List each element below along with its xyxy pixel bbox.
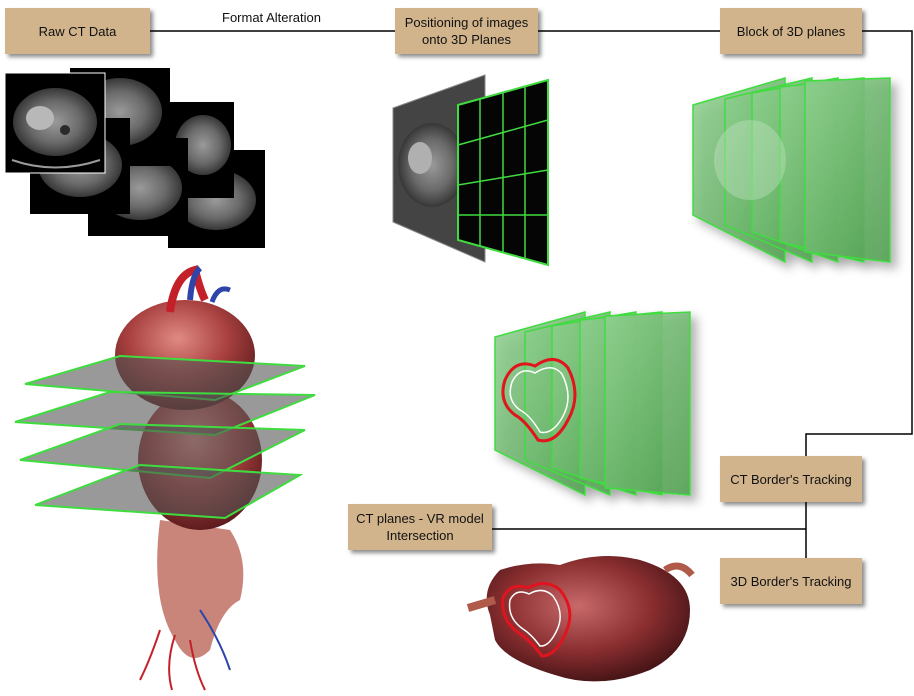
3d-border-tracking-box: 3D Border's Tracking — [720, 558, 862, 604]
green-plane-block-icon — [693, 78, 890, 262]
heart-with-border-icon — [468, 556, 692, 681]
positioning-label-line1: Positioning of images — [405, 14, 529, 31]
block-of-3d-planes-box: Block of 3D planes — [720, 8, 862, 54]
3d-border-tracking-label: 3D Border's Tracking — [731, 573, 852, 590]
ct-border-tracking-box: CT Border's Tracking — [720, 456, 862, 502]
intersection-label-line2: Intersection — [386, 527, 453, 544]
intersection-box: CT planes - VR model Intersection — [348, 504, 492, 550]
positioning-label-line2: onto 3D Planes — [422, 31, 511, 48]
image-on-grid-plane-icon — [393, 75, 548, 265]
block-of-3d-planes-label: Block of 3D planes — [737, 23, 845, 40]
ct-slice-stack-icon — [5, 68, 265, 248]
positioning-box: Positioning of images onto 3D Planes — [395, 8, 538, 54]
ct-slice — [5, 73, 105, 173]
format-alteration-label: Format Alteration — [222, 10, 321, 25]
raw-ct-data-box: Raw CT Data — [5, 8, 150, 54]
ct-border-tracking-label: CT Border's Tracking — [730, 471, 851, 488]
organ-with-planes-icon — [15, 268, 315, 690]
tracked-plane-block-icon — [495, 312, 690, 495]
raw-ct-data-label: Raw CT Data — [39, 23, 117, 40]
intersection-label-line1: CT planes - VR model — [356, 510, 484, 527]
